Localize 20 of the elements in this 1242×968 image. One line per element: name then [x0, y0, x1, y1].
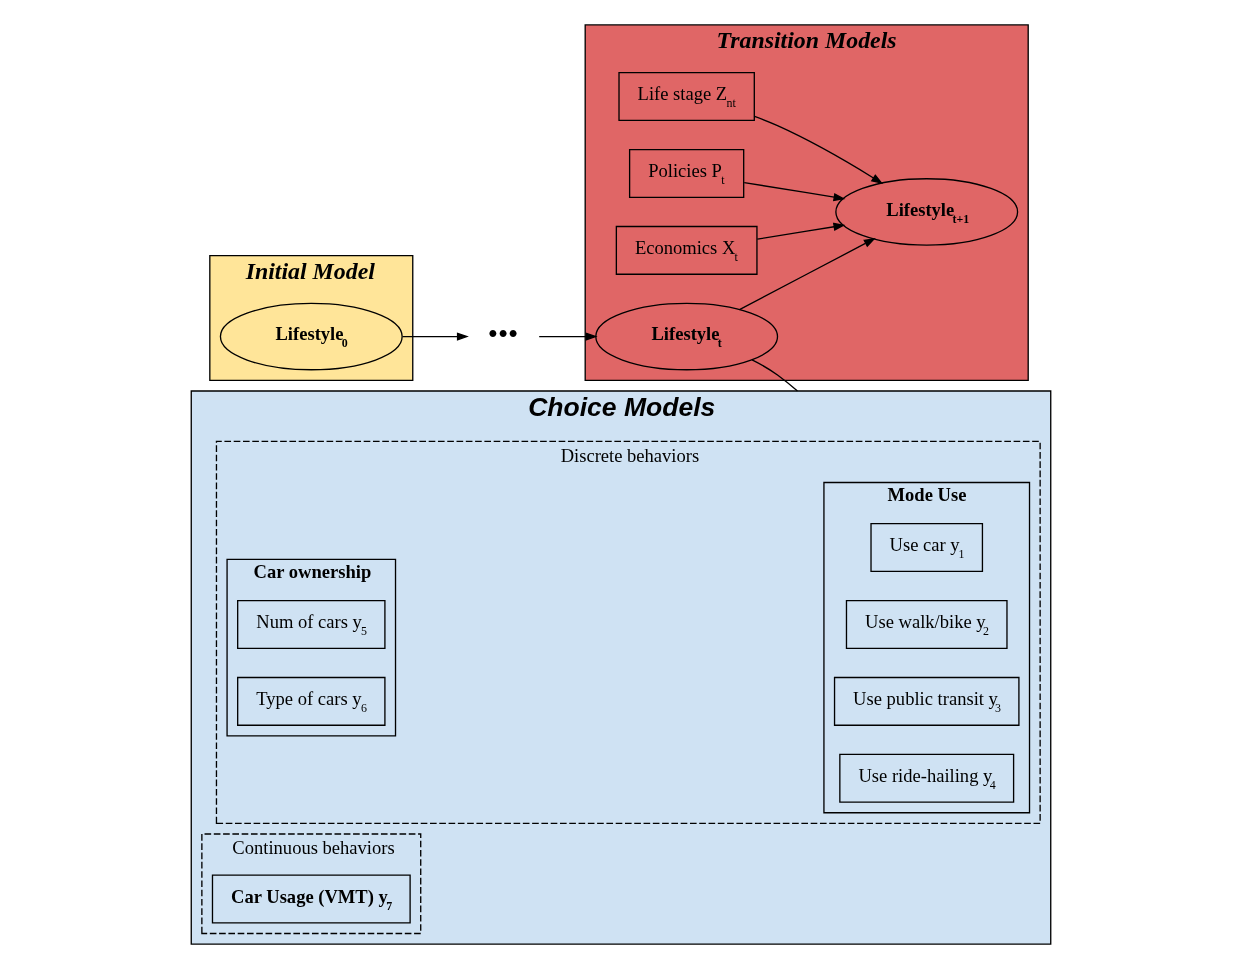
arrow: [743, 181, 846, 201]
arrow: [538, 331, 598, 341]
arrow: [402, 331, 469, 341]
node-box: Use ride-hailing y$_{4}$: [839, 753, 1015, 803]
arrow: [756, 222, 846, 240]
connector: [751, 358, 799, 392]
node-box: Type of cars y$_{6}$: [237, 676, 386, 726]
node-box: Num of cars y$_{5}$: [237, 599, 386, 649]
node-text: •••: [487, 317, 519, 350]
node-box: Use public transit y$_{3}$: [833, 676, 1020, 726]
node-box: Policies P$_{t}$: [628, 148, 745, 198]
node-ellipse: Lifestyle$_{t}$: [595, 302, 779, 370]
node-box: Economics X$_{t}$: [615, 225, 758, 275]
node-box: Life stage Z$_{nt}$: [618, 71, 755, 121]
node-ellipse: Lifestyle$_{0}$: [219, 302, 403, 370]
arrow: [753, 115, 884, 184]
node-box: Use car y$_{1}$: [870, 522, 984, 572]
arrow: [738, 237, 876, 310]
node-box: Use walk/bike y$_{2}$: [845, 599, 1008, 649]
node-box: Car Usage (VMT) y$_{7}$: [211, 873, 411, 924]
